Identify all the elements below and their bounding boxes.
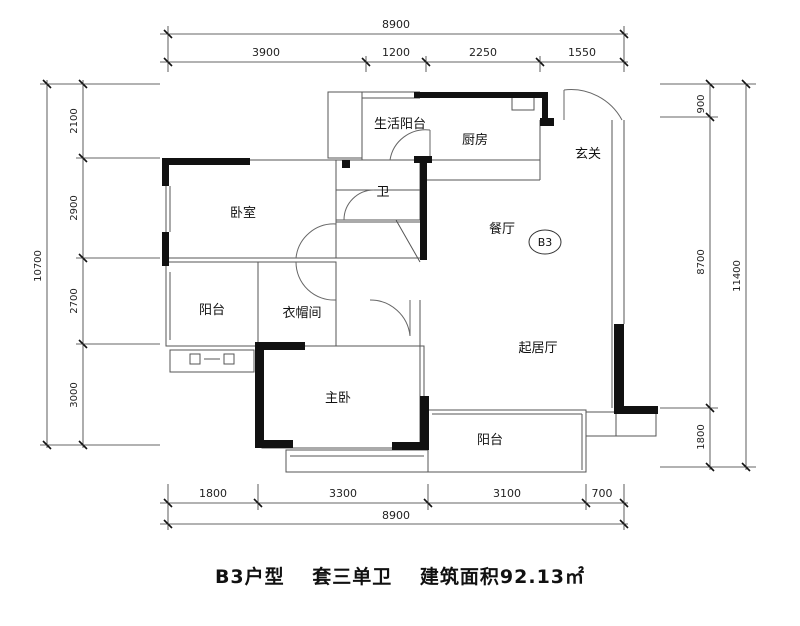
unit-badge-label: B3 <box>538 236 553 249</box>
bottom-dimension-1: 1800 <box>199 487 227 500</box>
left-dimension-4: 3000 <box>69 382 80 407</box>
left-total-dimension: 10700 <box>33 250 44 282</box>
structural-walls <box>162 92 658 450</box>
left-dimension-1: 2100 <box>69 108 80 133</box>
bottom-total-dimension: 8900 <box>382 509 410 522</box>
right-dimension-3: 1800 <box>696 424 707 449</box>
room-label-west-balcony: 阳台 <box>199 303 225 318</box>
top-dimensions: 8900 3900 1200 2250 1550 <box>160 18 629 72</box>
room-label-bedroom: 卧室 <box>230 205 256 221</box>
top-total-dimension: 8900 <box>382 18 410 31</box>
room-label-bathroom: 卫 <box>376 185 389 200</box>
right-total-dimension: 11400 <box>732 260 743 292</box>
right-dimension-1: 900 <box>696 94 707 113</box>
left-dimension-3: 2700 <box>69 288 80 313</box>
top-dimension-1: 3900 <box>252 46 280 59</box>
bottom-dimension-2: 3300 <box>329 487 357 500</box>
room-label-living-room: 起居厅 <box>518 341 557 356</box>
room-label-kitchen: 厨房 <box>462 132 488 148</box>
bottom-dimension-3: 3100 <box>493 487 521 500</box>
unit-badge-circle <box>528 229 562 255</box>
left-dimension-2: 2900 <box>69 195 80 220</box>
door-swings <box>295 89 623 337</box>
room-labels: 生活阳台 厨房 玄关 卫 卧室 餐厅 B3 阳台 衣帽间 起居厅 主卧 阳台 <box>199 117 601 448</box>
room-label-cloakroom: 衣帽间 <box>282 305 321 321</box>
caption-room-layout: 套三单卫 <box>312 566 393 588</box>
bottom-dimension-4: 700 <box>592 487 613 500</box>
caption-floor-area: 建筑面积92.13㎡ <box>419 566 586 588</box>
top-dimension-3: 2250 <box>469 46 497 59</box>
right-dimension-2: 8700 <box>696 249 707 274</box>
bottom-dimensions: 1800 3300 3100 700 8900 <box>160 484 629 530</box>
room-label-utility-balcony: 生活阳台 <box>374 117 426 132</box>
top-dimension-4: 1550 <box>568 46 596 59</box>
caption-unit-type: B3户型 <box>214 566 285 588</box>
right-dimensions: 900 8700 1800 11400 <box>660 79 756 472</box>
room-label-foyer: 玄关 <box>575 147 601 162</box>
room-label-south-balcony: 阳台 <box>477 433 503 448</box>
room-label-dining: 餐厅 <box>489 221 515 237</box>
top-dimension-2: 1200 <box>382 46 410 59</box>
left-dimensions: 10700 2100 2900 2700 3000 <box>33 79 160 450</box>
room-label-master-bedroom: 主卧 <box>325 391 351 406</box>
plan-caption: B3户型 套三单卫 建筑面积92.13㎡ <box>0 562 800 589</box>
